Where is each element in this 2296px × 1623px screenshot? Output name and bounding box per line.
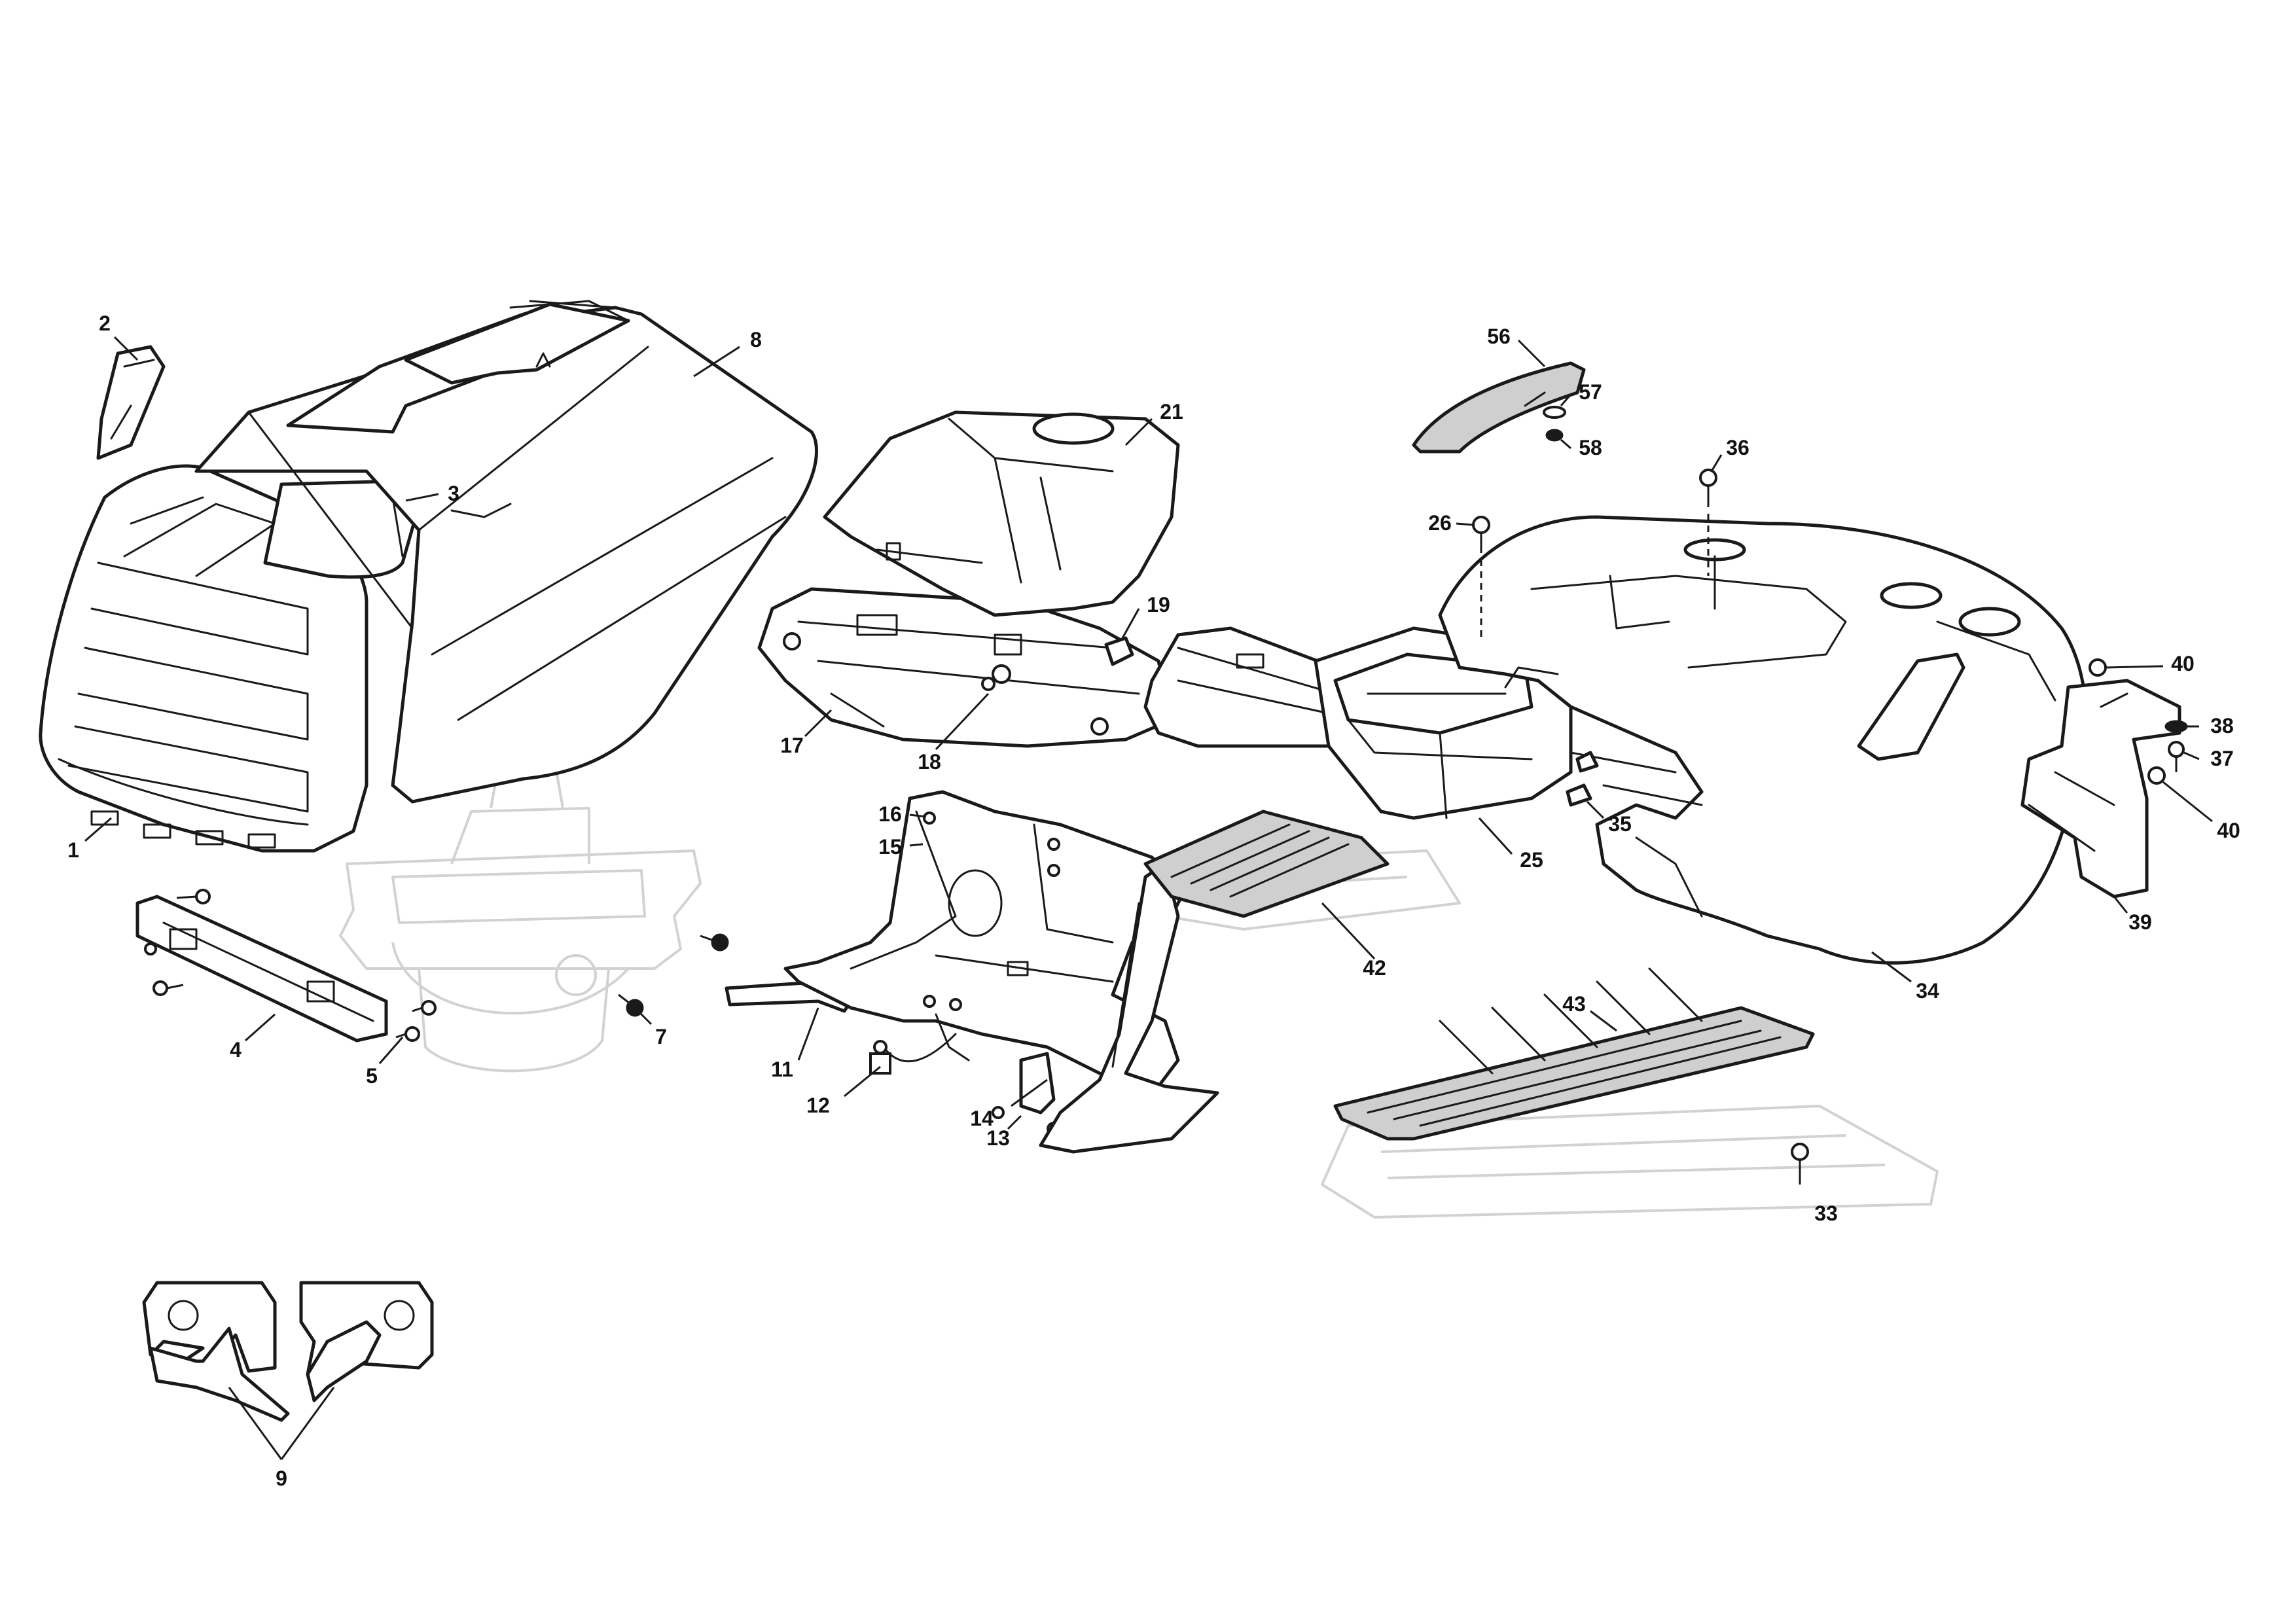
callout-18: 18 — [918, 750, 941, 774]
screw-40b — [2147, 766, 2166, 785]
callout-7: 7 — [655, 1025, 667, 1048]
part-dash-cover-21 — [823, 410, 1180, 617]
callout-40b: 40 — [2217, 819, 2240, 842]
callout-14: 14 — [970, 1107, 994, 1130]
callout-16: 16 — [878, 802, 902, 826]
part-foot-mat-42 — [1143, 810, 1390, 918]
callout-17: 17 — [780, 734, 804, 757]
callout-37: 37 — [2210, 747, 2234, 770]
part-dash-tray-17 — [757, 587, 1174, 748]
callout-25: 25 — [1520, 848, 1543, 872]
callout-58: 58 — [1579, 436, 1602, 459]
bolt-7 — [618, 933, 729, 1017]
callout-8: 8 — [750, 328, 762, 351]
part-side-panel — [1039, 862, 1219, 1154]
callout-12: 12 — [806, 1094, 830, 1117]
part-support-plate-4 — [135, 895, 388, 1043]
callout-1: 1 — [67, 838, 79, 862]
screw-40a — [2089, 658, 2107, 677]
callout-15: 15 — [878, 835, 902, 859]
callout-38: 38 — [2210, 714, 2234, 738]
callout-9: 9 — [276, 1467, 287, 1490]
callout-13: 13 — [986, 1126, 1010, 1150]
washer-57 — [1543, 406, 1566, 419]
callout-35: 35 — [1608, 812, 1632, 836]
part-clip-2 — [96, 345, 166, 460]
washer-38 — [2164, 720, 2188, 733]
callout-33: 33 — [1814, 1202, 1838, 1225]
part-pads-9 — [142, 1281, 434, 1422]
part-seat-pad-56 — [1412, 361, 1586, 454]
screw-37 — [2168, 741, 2185, 772]
callout-2: 2 — [99, 312, 111, 335]
part-cable-12 — [869, 1033, 957, 1075]
leader-lines — [84, 336, 2213, 1460]
callout-3: 3 — [448, 482, 459, 505]
callout-11: 11 — [771, 1058, 793, 1081]
callout-40a: 40 — [2171, 652, 2195, 675]
ghost-rear-platform — [1321, 1105, 1939, 1219]
screw-group-4 — [152, 889, 437, 1042]
part-hood-8 — [194, 300, 818, 804]
callout-21: 21 — [1160, 400, 1183, 423]
clip-35 — [1566, 751, 1599, 807]
callout-19: 19 — [1147, 593, 1170, 616]
callout-5: 5 — [366, 1064, 378, 1088]
screw-36 — [1699, 469, 1717, 576]
clip-19 — [1104, 636, 1134, 666]
callout-56: 56 — [1487, 325, 1511, 348]
callout-57: 57 — [1579, 380, 1602, 404]
callout-labels: 1 2 3 4 5 7 8 9 11 12 13 14 15 16 17 18 … — [67, 312, 2240, 1490]
fastener-18 — [981, 664, 1011, 691]
callout-4: 4 — [230, 1038, 242, 1061]
callout-42: 42 — [1363, 956, 1386, 980]
screw-26 — [1472, 516, 1490, 641]
callout-34: 34 — [1916, 979, 1939, 1003]
callout-39: 39 — [2128, 910, 2152, 934]
screw-33 — [1791, 1143, 1809, 1185]
callout-26: 26 — [1428, 511, 1452, 535]
callout-43: 43 — [1562, 992, 1586, 1016]
part-hood-top-panel — [286, 300, 630, 434]
part-rear-bracket-39 — [2020, 679, 2181, 899]
nut-58 — [1545, 429, 1564, 442]
callout-36: 36 — [1726, 436, 1749, 459]
part-foot-mat-43 — [1333, 967, 1815, 1141]
ghost-front-chassis — [339, 770, 702, 1073]
